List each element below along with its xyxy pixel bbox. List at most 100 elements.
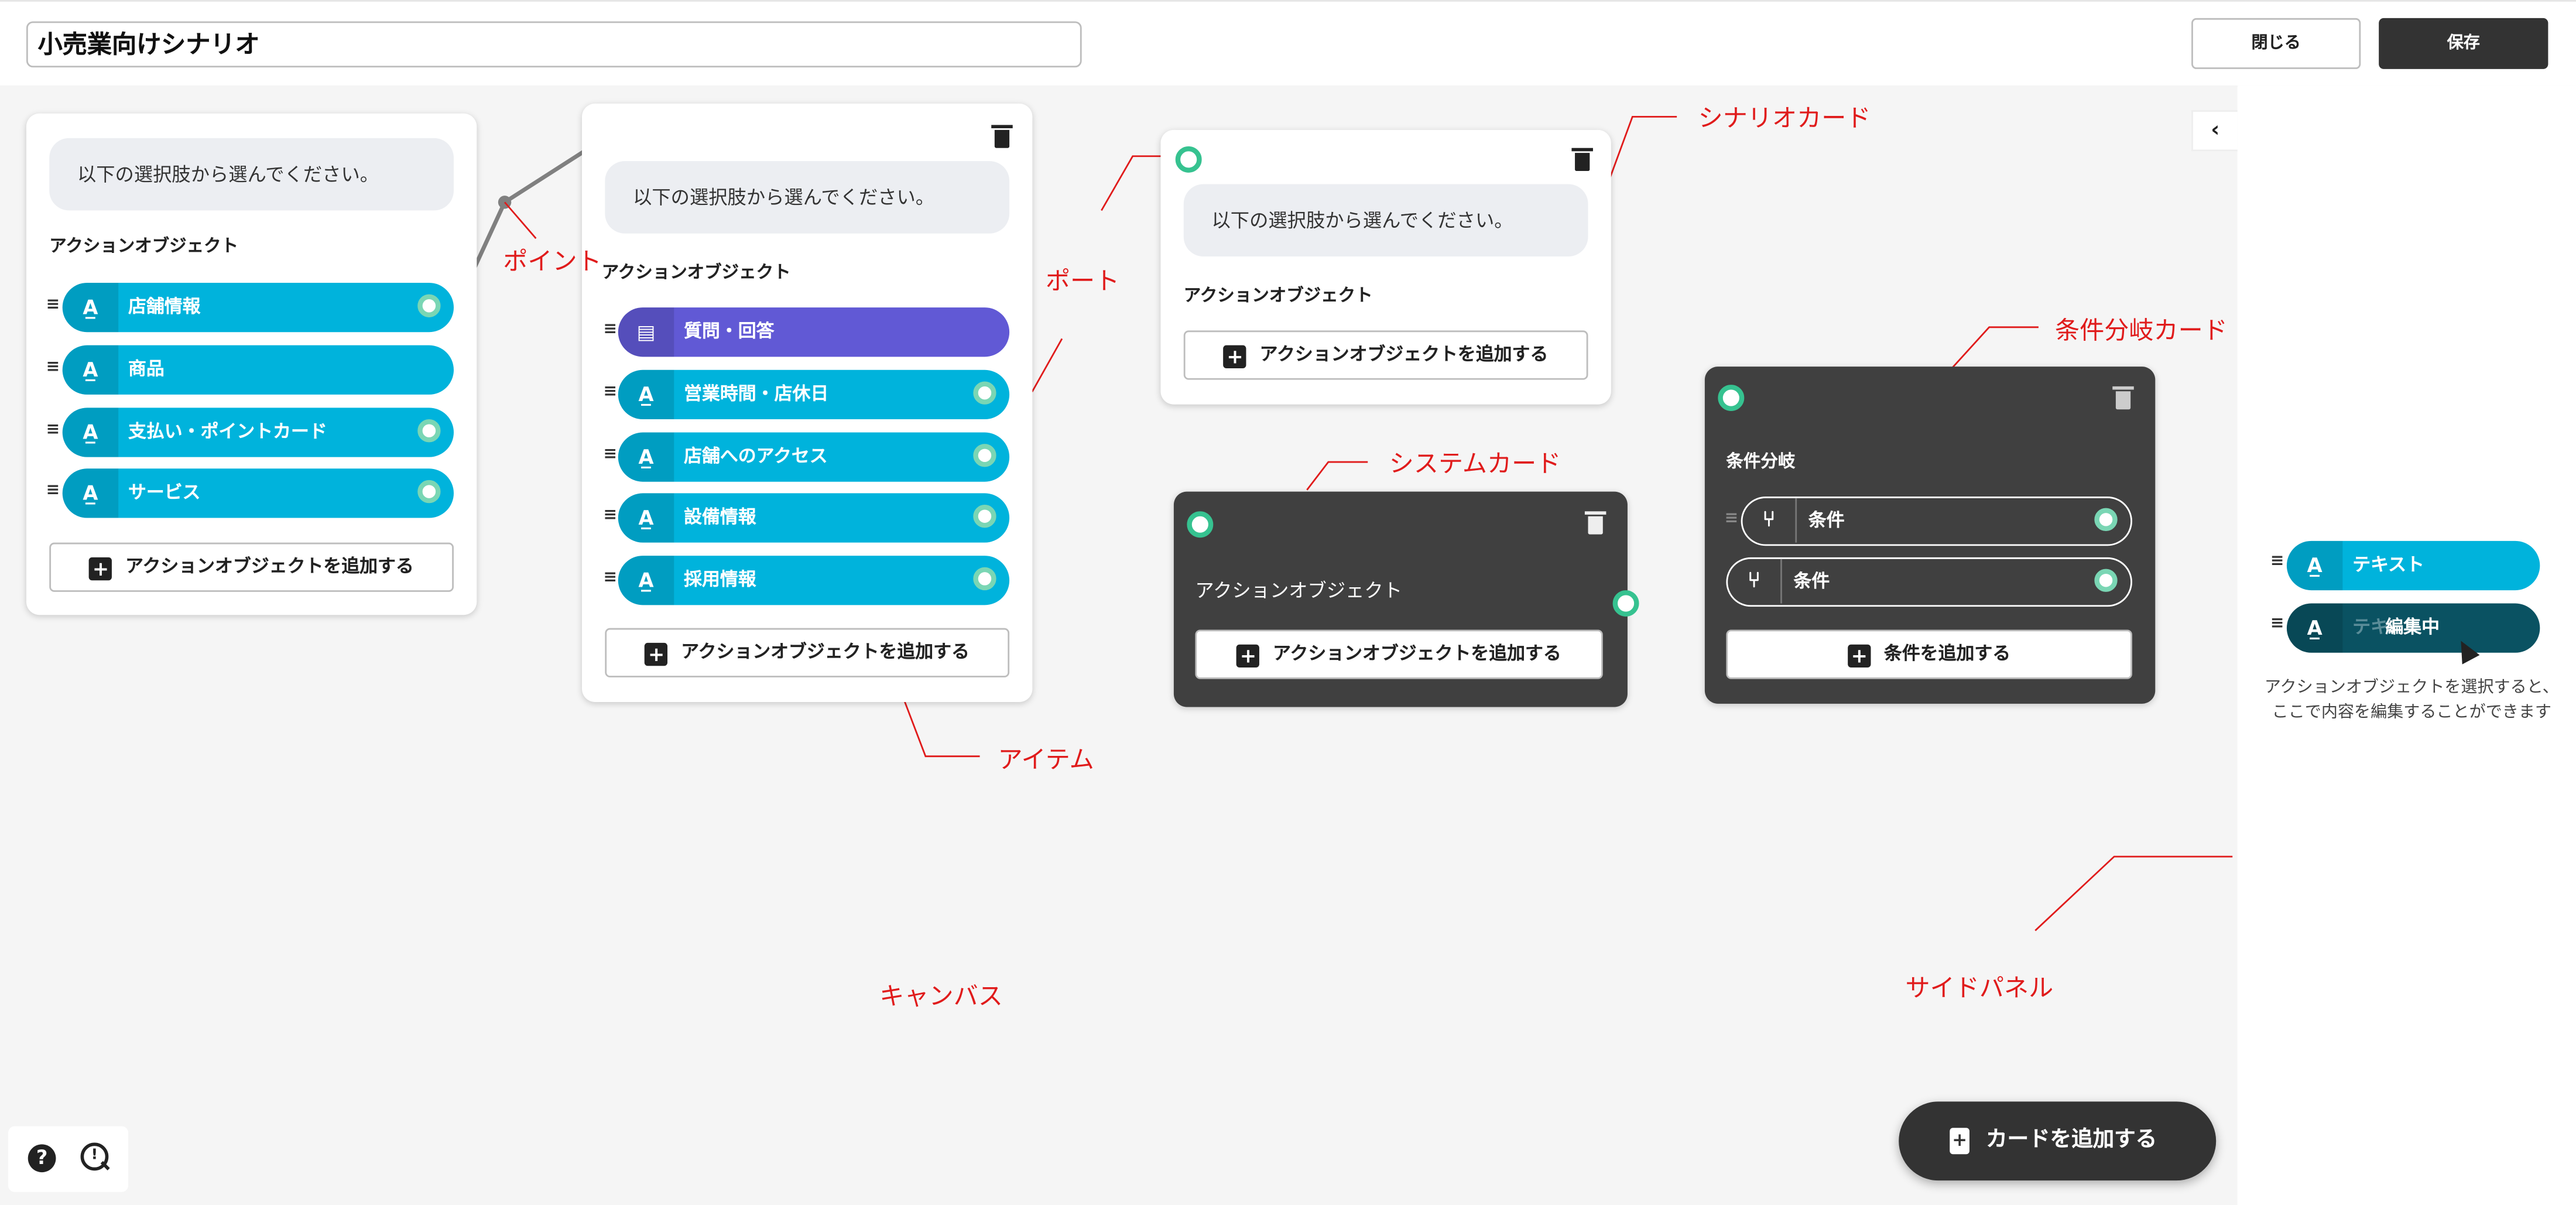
list-item[interactable]: A̲ 営業時間・店休日	[618, 369, 1010, 420]
add-file-icon: +	[1950, 1128, 1969, 1155]
list-item[interactable]: A̲ 店舗情報	[62, 282, 454, 333]
item-label: 商品	[128, 358, 165, 380]
message-bubble: 以下の選択肢から選んでください。	[49, 138, 454, 211]
plus-icon: +	[645, 642, 668, 666]
save-button[interactable]: 保存	[2379, 18, 2548, 69]
text-icon: A̲	[62, 282, 119, 333]
list-item[interactable]: ▤ 質問・回答	[618, 307, 1010, 357]
port-icon[interactable]	[973, 381, 996, 405]
add-label: アクションオブジェクトを追加する	[681, 641, 970, 663]
port-icon[interactable]	[973, 505, 996, 528]
section-label: アクションオブジェクト	[1195, 578, 1403, 602]
item-label: テキスト	[2352, 554, 2424, 576]
editing-overlay-label: 編集中	[2385, 617, 2440, 638]
system-card[interactable]: アクションオブジェクト +アクションオブジェクトを追加する	[1173, 491, 1639, 707]
scenario-card-1[interactable]: 以下の選択肢から選んでください。 アクションオブジェクト ≡ A̲ 店舗情報 ≡…	[26, 113, 477, 615]
side-panel-item-editing[interactable]: A̲ テキ 編集中	[2286, 603, 2540, 653]
condition-label: 条件	[1793, 570, 1830, 592]
port-icon[interactable]	[417, 294, 441, 317]
branch-icon: ⑂	[1742, 498, 1797, 543]
input-port-icon[interactable]	[1175, 146, 1202, 173]
list-item[interactable]: A̲ サービス	[62, 468, 454, 518]
port-icon[interactable]	[417, 480, 441, 504]
list-item[interactable]: A̲ 採用情報	[618, 556, 1010, 605]
annotation-scenario-card: シナリオカード	[1698, 103, 1871, 133]
section-label: アクションオブジェクト	[49, 237, 239, 257]
plus-icon: +	[1236, 644, 1260, 668]
message-bubble: 以下の選択肢から選んでください。	[605, 161, 1010, 234]
search-help-icon[interactable]: !	[80, 1142, 109, 1171]
side-panel-item[interactable]: A̲ テキスト	[2286, 540, 2540, 591]
drag-handle-icon[interactable]: ≡	[603, 569, 618, 587]
message-bubble: 以下の選択肢から選んでください。	[1183, 184, 1588, 257]
drag-handle-icon[interactable]: ≡	[46, 296, 60, 314]
port-icon[interactable]	[2094, 569, 2118, 592]
annotation-item: アイテム	[998, 745, 1094, 775]
plus-icon: +	[1848, 644, 1871, 668]
drag-handle-icon[interactable]: ≡	[1724, 509, 1739, 528]
port-icon[interactable]	[2094, 508, 2118, 531]
add-action-object-button[interactable]: + アクションオブジェクトを追加する	[605, 628, 1010, 677]
drag-handle-icon[interactable]: ≡	[603, 320, 618, 339]
drag-handle-icon[interactable]: ≡	[46, 420, 60, 439]
condition-label: 条件	[1808, 509, 1845, 531]
list-item[interactable]: A̲ 支払い・ポイントカード	[62, 408, 454, 457]
add-card-label: カードを追加する	[1986, 1128, 2157, 1153]
help-toolbar: ? !	[8, 1126, 129, 1192]
list-item[interactable]: A̲ 設備情報	[618, 493, 1010, 543]
close-button[interactable]: 閉じる	[2191, 18, 2361, 69]
section-label: 条件分岐	[1726, 452, 1796, 472]
text-icon: A̲	[618, 556, 674, 605]
chevron-left-icon[interactable]: ‹	[2191, 110, 2238, 152]
branch-icon: ⑂	[1728, 559, 1782, 604]
drag-handle-icon[interactable]: ≡	[603, 383, 618, 402]
item-label: 採用情報	[684, 569, 756, 591]
add-action-object-button[interactable]: +アクションオブジェクトを追加する	[1183, 330, 1588, 380]
scenario-title-input[interactable]: 小売業向けシナリオ	[26, 21, 1082, 68]
drag-handle-icon[interactable]: ≡	[2270, 552, 2284, 571]
port-icon[interactable]	[973, 444, 996, 467]
drag-handle-icon[interactable]: ≡	[603, 445, 618, 464]
drag-handle-icon[interactable]: ≡	[603, 506, 618, 525]
text-icon: A̲	[2286, 603, 2343, 653]
input-port-icon[interactable]	[1187, 511, 1214, 538]
text-icon: A̲	[618, 493, 674, 543]
port-icon[interactable]	[973, 567, 996, 591]
condition-item[interactable]: ⑂ 条件	[1741, 497, 2132, 546]
qa-icon: ▤	[618, 307, 674, 357]
annotation-canvas: キャンバス	[879, 981, 1003, 1011]
input-port-icon[interactable]	[1718, 385, 1745, 411]
item-label: 設備情報	[684, 506, 756, 528]
drag-handle-icon[interactable]: ≡	[46, 481, 60, 500]
list-item[interactable]: A̲ 店舗へのアクセス	[618, 432, 1010, 482]
annotation-system-card: システムカード	[1389, 449, 1561, 479]
add-action-object-button[interactable]: +アクションオブジェクトを追加する	[49, 542, 454, 592]
drag-handle-icon[interactable]: ≡	[2270, 615, 2284, 634]
text-icon: A̲	[62, 345, 119, 395]
output-port-icon[interactable]	[1612, 590, 1639, 617]
trash-icon[interactable]	[991, 125, 1013, 148]
scenario-card-3[interactable]: 以下の選択肢から選んでください。 アクションオブジェクト +アクションオブジェク…	[1160, 129, 1611, 405]
section-label: アクションオブジェクト	[601, 263, 791, 283]
port-icon[interactable]	[417, 419, 441, 443]
add-condition-button[interactable]: +条件を追加する	[1726, 629, 2132, 679]
condition-item[interactable]: ⑂ 条件	[1726, 557, 2132, 607]
item-label: サービス	[128, 481, 201, 504]
branch-card[interactable]: 条件分岐 ≡ ⑂ 条件 ⑂ 条件 +条件を追加する	[1704, 367, 2156, 704]
annotation-port: ポート	[1045, 266, 1120, 296]
trash-icon[interactable]	[2112, 386, 2134, 410]
section-label: アクションオブジェクト	[1183, 286, 1373, 306]
text-icon: A̲	[618, 432, 674, 482]
scenario-card-2[interactable]: 以下の選択肢から選んでください。 アクションオブジェクト ≡ ▤ 質問・回答 ≡…	[582, 103, 1033, 703]
add-action-object-button[interactable]: +アクションオブジェクトを追加する	[1195, 629, 1603, 679]
list-item[interactable]: A̲ 商品	[62, 345, 454, 395]
drag-handle-icon[interactable]: ≡	[46, 358, 60, 377]
help-icon[interactable]: ?	[28, 1144, 56, 1173]
trash-icon[interactable]	[1571, 148, 1593, 172]
text-icon: A̲	[2286, 540, 2343, 591]
add-card-button[interactable]: + カードを追加する	[1899, 1101, 2217, 1181]
annotation-side-panel: サイドパネル	[1905, 973, 2054, 1003]
item-label: 店舗へのアクセス	[684, 445, 828, 467]
trash-icon[interactable]	[1584, 511, 1606, 535]
plus-icon: +	[89, 557, 112, 581]
